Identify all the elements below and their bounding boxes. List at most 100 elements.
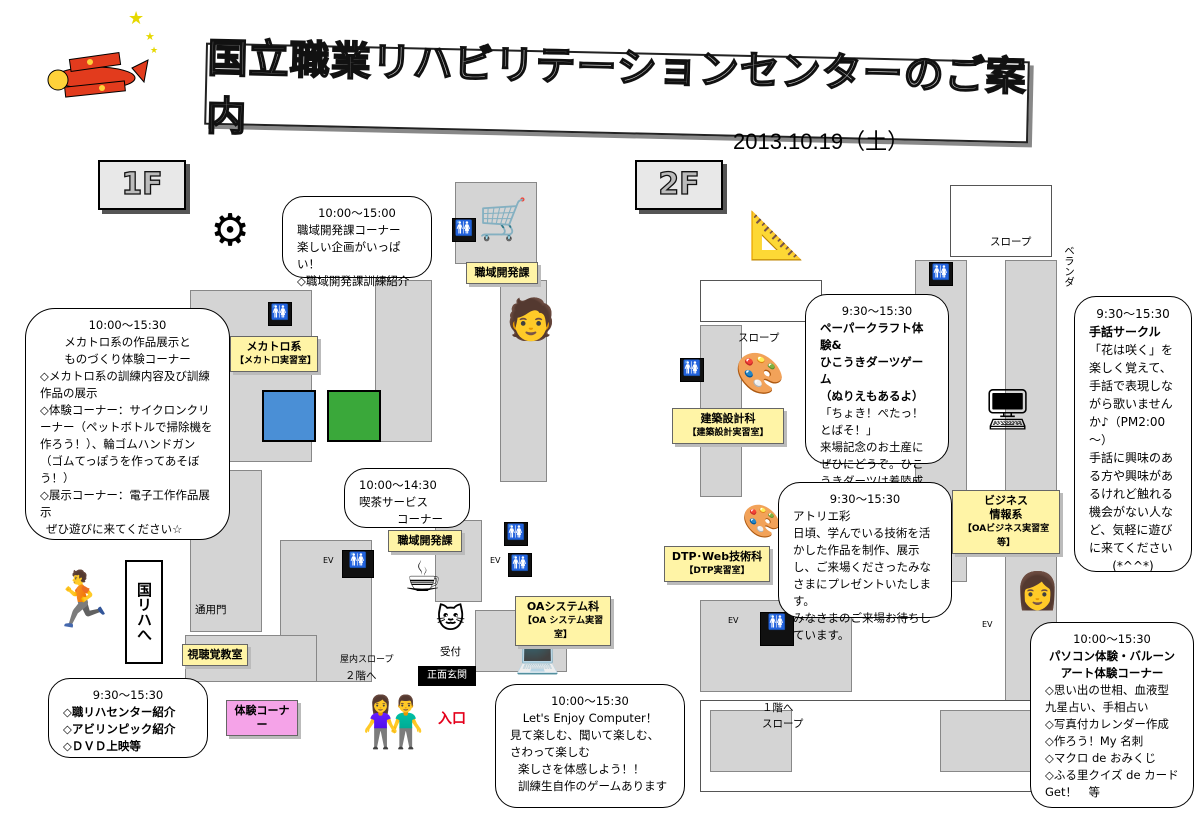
bubble-mechatronics-line: ◇展示コーナー：電子工作作品展示	[40, 488, 210, 519]
restroom-icon: 🚻	[508, 553, 532, 577]
bubble-mechatronics-line: ◇体験コーナー：サイクロンクリーナー（ペットボトルで掃除機を作ろう！）、輪ゴムハ…	[40, 403, 213, 485]
coffee-icon: ☕	[404, 552, 442, 601]
tag-shokuiki-mid-text: 職域開発課	[397, 534, 453, 547]
bubble-shokuiki: 10:00～15:00 職域開発課コーナー 楽しい企画がいっぱい！ ◇職域開発課…	[282, 196, 432, 288]
bubble-pc-line: ◇作ろう！My 名刺	[1045, 734, 1144, 748]
bubble-sign-line: 手話に興味のある方や興味があるけれど触れる機会がない人など、気軽に遊びに来てくだ…	[1089, 451, 1174, 555]
tag-business-main: 情報系	[989, 508, 1023, 521]
tag-mechatronics-sub: 【メカトロ実習室】	[235, 356, 317, 366]
tag-kenchiku-main: 建築設計科	[700, 412, 756, 425]
airplane-icon	[40, 38, 150, 110]
bubble-paper-head: ペーパークラフト体験&	[820, 321, 924, 352]
bubble-paper: 9:30～15:30 ペーパークラフト体験& ひこうきダーツゲーム （ぬりえもあ…	[805, 294, 949, 522]
bubble-pc: 10:00～15:30 パソコン体験・バルーン アート体験コーナー ◇思い出の世…	[1030, 622, 1194, 808]
tag-shokuiki-top-text: 職域開発課	[474, 266, 530, 279]
exit-runner-icon: 🏃	[48, 568, 116, 631]
tag-business-sub: 【OAビジネス実習室等】	[962, 524, 1050, 548]
bubble-shokuiki-line: 楽しい企画がいっぱい！	[297, 240, 401, 271]
tag-dtp-sub: 【DTP実習室】	[684, 566, 750, 576]
bubble-shokuiki-time: 10:00～15:00	[318, 206, 396, 220]
bubble-av-line: ◇アビリンピック紹介	[63, 722, 176, 736]
floor-1f-tag: 1F	[98, 160, 186, 210]
kokuriha-label: 国リハへ	[135, 582, 153, 642]
tag-taiken[interactable]: 体験コーナー	[226, 700, 298, 736]
restroom-icon: 🚻	[680, 358, 704, 382]
slope-top-label: スロープ	[990, 236, 1032, 248]
tag-shokuiki-mid[interactable]: 職域開発課	[388, 530, 462, 552]
bubble-cafe: 10:00～14:30 喫茶サービス コーナー	[344, 468, 470, 528]
bubble-pc-head: パソコン体験・バルーン	[1049, 649, 1175, 663]
tag-business[interactable]: ビジネス 情報系 【OAビジネス実習室等】	[952, 490, 1060, 554]
tag-mechatronics-main: メカトロ系	[246, 340, 302, 353]
tag-taiken-text: 体験コーナー	[234, 704, 290, 731]
tag-oa-system-sub: 【OA システム実習室】	[522, 616, 604, 640]
tag-kenchiku-sub: 【建築設計実習室】	[687, 428, 769, 438]
bubble-atelier-line: 日頃、学んでいる技術を活かした作品を制作、展示し、ご来場くださったみなさまにプレ…	[793, 526, 931, 608]
bubble-mechatronics-time: 10:00～15:30	[88, 318, 167, 332]
mechatronics-icon-box	[262, 390, 316, 442]
cat-icon: 🐱	[436, 602, 466, 635]
bubble-pc-line: ◇マクロ de おみくじ	[1045, 751, 1157, 765]
tag-kenchiku[interactable]: 建築設計科 【建築設計実習室】	[672, 408, 784, 444]
restroom-icon: 🚻	[452, 218, 476, 242]
bubble-oa-time: 10:00～15:30	[551, 694, 629, 708]
bubble-oa: 10:00～15:30 Let's Enjoy Computer！ 見て楽しむ、…	[495, 684, 685, 808]
bubble-mechatronics-line: メカトロ系の作品展示と	[64, 335, 191, 349]
bubble-sign-line: 「花は咲く」を楽しく覚えて、手話で表現しながら歌いませんか♪（PM2:00～）	[1089, 343, 1174, 447]
restroom-icon: 🚻	[268, 302, 292, 326]
tag-business-main: ビジネス	[984, 494, 1028, 507]
slope-in-label: 屋内スロープ	[340, 655, 394, 665]
date-label: 2013.10.19（土）	[733, 129, 910, 154]
bubble-cafe-line: 喫茶サービス	[359, 495, 428, 509]
restroom-icon: 🚻	[760, 612, 794, 646]
bubble-oa-line: Let's Enjoy Computer！	[522, 711, 658, 725]
veranda-label: ベランダ	[1063, 245, 1075, 287]
tag-shokuiki-top[interactable]: 職域開発課	[466, 262, 538, 284]
iriguchi-label: 入口	[438, 711, 466, 727]
restroom-icon: 🚻	[929, 262, 953, 286]
ev-label-1f-2: EV	[490, 556, 501, 565]
computer-icon: 🖥	[982, 387, 1033, 433]
bubble-paper-time: 9:30～15:30	[841, 304, 913, 318]
tool-icon-box	[327, 390, 381, 442]
bubble-av-line: ◇職リハセンター紹介	[63, 705, 176, 719]
bubble-cafe-time: 10:00～14:30	[359, 478, 437, 492]
bubble-mechatronics: 10:00～15:30 メカトロ系の作品展示と ものづくり体験コーナー ◇メカト…	[25, 308, 230, 540]
star-icon: ★	[150, 46, 159, 56]
bubble-oa-line: 楽しさを体感しよう！！	[518, 762, 645, 776]
tag-av-room-text: 視聴覚教室	[187, 648, 243, 661]
bubble-oa-line: 訓練生自作のゲームあります	[518, 779, 668, 793]
tag-mechatronics[interactable]: メカトロ系 【メカトロ実習室】	[230, 336, 318, 372]
slope-bottom-label: スロープ	[762, 718, 804, 730]
bubble-sign: 9:30～15:30 手話サークル 「花は咲く」を楽しく覚えて、手話で表現しなが…	[1074, 296, 1192, 573]
ev-label-2f-1: EV	[728, 616, 739, 625]
bubble-paper-line: 「ちょき！ぺたっ！とばそ！」	[820, 406, 924, 437]
bubble-atelier-line: みなさまのご来場お待ちしています。	[793, 611, 931, 642]
to-1f-label: １階へ	[762, 702, 794, 714]
bubble-oa-line: 見て楽しむ、聞いて楽しむ、さわって楽しむ	[510, 728, 660, 759]
star-icon: ★	[145, 30, 155, 43]
person-icon: 🧑	[506, 297, 556, 343]
tag-dtp-main: DTP･Web技術科	[671, 550, 763, 563]
bubble-pc-time: 10:00～15:30	[1073, 632, 1151, 646]
bubble-atelier: 9:30～15:30 アトリエ彩 日頃、学んでいる技術を活かした作品を制作、展示…	[778, 482, 952, 642]
bubble-atelier-head: アトリエ彩	[793, 509, 851, 523]
bubble-sign-time: 9:30～15:30	[1096, 307, 1170, 321]
children-icon: 👫	[362, 693, 425, 751]
worker-icon: ⚙	[210, 205, 250, 256]
bubble-sign-line: (*^^*)	[1112, 559, 1154, 573]
slope-left-label: スロープ	[738, 332, 780, 344]
bubble-pc-line: ◇写真付カレンダー作成	[1045, 717, 1169, 731]
bubble-mechatronics-line: ものづくり体験コーナー	[64, 352, 191, 366]
bubble-av-time: 9:30～15:30	[92, 688, 164, 702]
bubble-pc-line: ◇思い出の世相、血液型九星占い、手相占い	[1045, 683, 1169, 714]
kokuriha-sign: 国リハへ	[125, 560, 163, 664]
tag-oa-system[interactable]: OAシステム科 【OA システム実習室】	[515, 596, 611, 646]
shopping-icon: 🛒	[478, 197, 528, 243]
bubble-pc-line: ◇ふる里クイズ de カード Get！ 等	[1045, 768, 1191, 799]
easel-icon: 🎨	[735, 351, 785, 397]
tag-dtp[interactable]: DTP･Web技術科 【DTP実習室】	[664, 546, 770, 582]
tag-av-room[interactable]: 視聴覚教室	[182, 644, 248, 666]
restroom-icon: 🚻	[342, 550, 374, 578]
bubble-paper-head: （ぬりえもあるよ）	[820, 389, 924, 403]
